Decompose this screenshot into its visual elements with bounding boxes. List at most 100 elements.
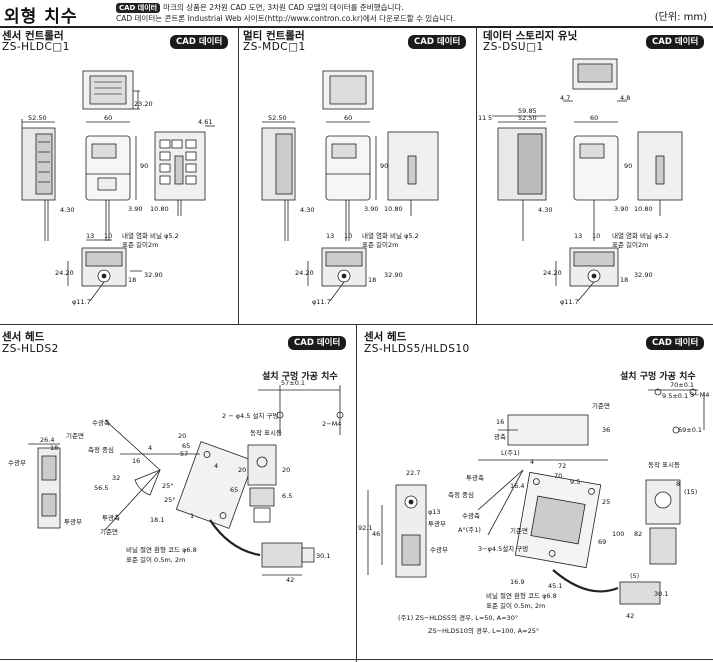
cable-spec: 내열 염화 비닐 φ5.2	[122, 231, 179, 240]
multi-drawing: 52.50 60 90 4.30 3.90 10.80 13 10 내열 염화 …	[261, 70, 439, 306]
dim-5: 5	[488, 114, 492, 122]
section-title-storage: 데이터 스토리지 유닛	[483, 30, 578, 42]
section-model-storage: ZS-DSU□1	[483, 41, 544, 53]
h2-dim-36: 36	[602, 426, 610, 434]
h2-dim-8: 8	[676, 480, 680, 488]
h1-dim-181: 18.1	[150, 516, 164, 524]
dim-117: φ11.7	[560, 298, 579, 306]
h2-dim-82: 82	[634, 530, 642, 538]
hole-title-head2: 설치 구멍 가공 치수	[620, 372, 696, 382]
cable-length: 표준 길이2m	[612, 240, 648, 249]
h1-angle-a: 25°	[162, 482, 174, 490]
h1-dim-20c: 20	[282, 466, 290, 474]
h1-dim-65b: 65	[230, 486, 238, 494]
h2-dim-5: (5)	[630, 572, 639, 580]
h2-dim-4: 4	[530, 458, 534, 466]
h2-dim-70b: 70	[554, 472, 562, 480]
section-model-head2: ZS-HLDS5/HLDS10	[364, 343, 470, 355]
h1-dim-301: 30.1	[316, 552, 330, 560]
cable-spec: 내열 염화 비닐 φ5.2	[362, 231, 419, 240]
h2-dim-69: 69±0.1	[678, 426, 702, 434]
h2-tx: 투광축	[466, 473, 484, 482]
h1-indicator: 동작 표시등	[250, 428, 282, 437]
dim-5985: 59.85	[518, 107, 537, 115]
h1-dim-57b: 57	[180, 450, 188, 458]
h2-dim-451: 45.1	[548, 582, 562, 590]
dim-390: 3.90	[614, 205, 628, 213]
h2-center: 측정 중심	[448, 490, 474, 499]
unit-label: (단위: mm)	[654, 12, 707, 23]
h1-dim-4a: 4	[148, 444, 152, 452]
h2-dim-95: 9.5±0.1	[662, 392, 688, 400]
head1-drawing: 57±0.1 2−M4 26.4 18 기준면 수광축 측정 중심 투광축 기준…	[8, 379, 344, 584]
h1-hole: 2 − φ4.5 설치 구멍	[222, 411, 278, 420]
h2-dim-70: 70±0.1	[670, 381, 694, 389]
section-title-controller: 센서 컨트롤러	[2, 30, 64, 42]
divider-v1	[238, 27, 239, 324]
h2-dim-16: 16	[496, 418, 504, 426]
dim-1080: 10.80	[150, 205, 169, 213]
h1-dim-1: 1	[190, 512, 194, 520]
h2-refsurf: 기준면	[510, 526, 528, 535]
dim-2420: 24.20	[543, 269, 562, 277]
head1-main-body	[175, 441, 255, 529]
h1-rx: 수광축	[92, 418, 110, 427]
head2-top-body	[507, 414, 589, 446]
storage-drawing: 4.7 4.8 59.85 11 5 52.50 60 90 4.30 3.90…	[478, 58, 683, 306]
dim-2320: 23.20	[134, 100, 153, 108]
h1-dim-4b: 4	[214, 462, 218, 470]
h1-center: 측정 중심	[88, 445, 114, 454]
cad-data-button-head1[interactable]: CAD 데이터	[288, 336, 347, 350]
h2-rxpart: 수광부	[430, 546, 448, 554]
cad-note-line2: CAD 데이터는 콘트론 Industrial Web 사이트(http://w…	[116, 14, 456, 23]
h1-dim-42: 42	[286, 576, 294, 584]
h1-ref: 기준면	[66, 431, 84, 440]
head2-connector	[619, 581, 661, 605]
h2-dim-227: 22.7	[406, 469, 420, 477]
h2-hole: 3−φ4.5설치 구멍	[478, 544, 528, 553]
h2-dim-169: 16.9	[510, 578, 524, 586]
dim-3290: 32.90	[144, 271, 163, 279]
h2-cable: 비닐 절연 환형 코드 φ6.8	[486, 591, 557, 600]
divider-h2	[0, 659, 713, 660]
section-model-head1: ZS-HLDS2	[2, 343, 59, 355]
h2-dim-95b: 9.5	[570, 478, 580, 486]
section-title-head2: 센서 헤드	[364, 331, 407, 343]
dim-13: 13	[86, 232, 94, 240]
cable-length: 표준 길이2m	[362, 240, 398, 249]
h1-tx: 투광축	[102, 513, 120, 522]
h2-ref: 기준면	[592, 401, 610, 410]
dim-390: 3.90	[128, 205, 142, 213]
cad-data-button-multi[interactable]: CAD 데이터	[408, 35, 467, 49]
divider-v3	[356, 324, 357, 662]
cad-note-badge: CAD 데이터	[116, 3, 161, 13]
dim-10: 10	[344, 232, 352, 240]
h2-dim-15: (15)	[684, 488, 697, 496]
h2-dim-69b: 69	[598, 538, 606, 546]
dim-60: 60	[344, 114, 352, 122]
dim-18: 18	[368, 276, 376, 284]
head1-connector	[261, 542, 303, 568]
dim-48: 4.8	[620, 94, 630, 102]
h1-cable: 비닐 절연 환형 코드 φ6.8	[126, 545, 197, 554]
section-title-head1: 센서 헤드	[2, 331, 45, 343]
h2-dim-72: 72	[558, 462, 566, 470]
cad-data-button-controller[interactable]: CAD 데이터	[170, 35, 229, 49]
dim-90: 90	[624, 162, 632, 170]
h2-l: L(주1)	[501, 449, 520, 457]
dim-5250: 52.50	[28, 114, 47, 122]
dim-90: 90	[140, 162, 148, 170]
dim-117: φ11.7	[312, 298, 331, 306]
dim-430: 4.30	[538, 206, 552, 214]
dim-60: 60	[590, 114, 598, 122]
dim-10: 10	[104, 232, 112, 240]
dim-13: 13	[574, 232, 582, 240]
cad-data-button-head2[interactable]: CAD 데이터	[646, 336, 705, 350]
cad-data-button-storage[interactable]: CAD 데이터	[646, 35, 705, 49]
dim-18: 18	[128, 276, 136, 284]
h2-dim-100: 100	[612, 530, 624, 538]
dim-2420: 24.20	[295, 269, 314, 277]
dim-60: 60	[104, 114, 112, 122]
dim-90: 90	[380, 162, 388, 170]
